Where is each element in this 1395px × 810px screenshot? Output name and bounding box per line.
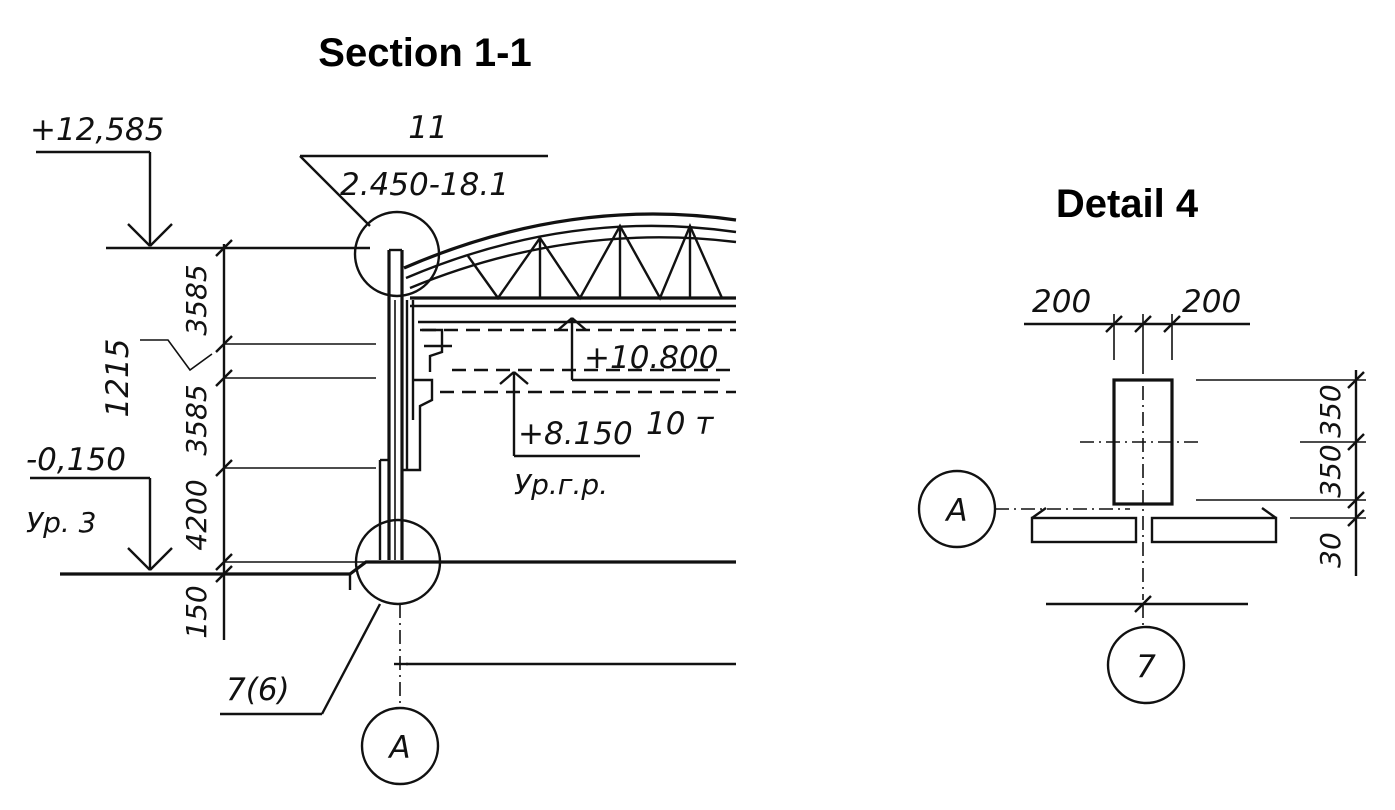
dim-350-bottom: 350 — [1314, 444, 1347, 497]
dim-30: 30 — [1314, 532, 1347, 568]
dim-200-left: 200 — [1032, 284, 1091, 320]
elevation-marker-10800: +10.800 — [557, 317, 720, 382]
detail-axis-a: А — [917, 469, 1130, 549]
elevation-8150-label: +8.150 — [518, 416, 633, 452]
detail-4: Detail 4 200 200 — [917, 182, 1366, 705]
elevation-marker-8150: +8.150 10 т Ур.г.р. — [499, 371, 714, 501]
wall-panels — [1030, 507, 1278, 544]
elevation-10800-label: +10.800 — [584, 340, 718, 376]
section-title: Section 1-1 — [318, 31, 531, 75]
wall-column — [378, 248, 444, 560]
elevation-marker-ground: -0,150 Ур. 3 — [26, 442, 173, 571]
detail-reference-7-6: 7(6) — [220, 603, 382, 716]
ground-line — [60, 518, 736, 666]
dim-4200: 4200 — [180, 479, 213, 550]
callout-reference: 2.450-18.1 — [340, 167, 509, 203]
detail-axis-7: 7 — [1046, 595, 1248, 705]
detail-title: Detail 4 — [1056, 182, 1199, 226]
callout-number: 11 — [408, 110, 447, 146]
dim-3585-mid: 3585 — [180, 384, 213, 455]
detail-reference-label: 7(6) — [226, 672, 290, 708]
crane-rail-level-label: Ур.г.р. — [514, 468, 608, 501]
dim-150: 150 — [180, 585, 213, 638]
axis-a: А — [360, 604, 440, 786]
section-1-1: Section 1-1 +12,585 11 2.450-18.1 — [26, 31, 737, 786]
elevation-ground-label: -0,150 — [26, 442, 126, 478]
roof-truss — [403, 212, 737, 308]
dim-3585-top: 3585 — [180, 264, 213, 335]
detail-horizontal-dimensions: 200 200 — [1024, 284, 1250, 360]
detail-vertical-dimensions: 350 350 30 — [1196, 370, 1366, 576]
vertical-dimension-chain: 3585 1215 3585 4200 150 — [100, 239, 376, 640]
callout-detail-11: 11 2.450-18.1 — [299, 110, 548, 298]
elevation-top-label: +12,585 — [30, 112, 164, 148]
dim-200-right: 200 — [1182, 284, 1241, 320]
axis-a-label: А — [387, 730, 410, 766]
detail-axis-a-label: А — [944, 493, 967, 529]
dim-350-top: 350 — [1314, 384, 1347, 437]
dim-1215: 1215 — [100, 339, 136, 418]
crane-capacity-label: 10 т — [646, 406, 714, 442]
elevation-marker-top: +12,585 — [30, 112, 370, 250]
level-label: Ур. 3 — [26, 506, 96, 539]
detail-axis-7-label: 7 — [1136, 649, 1156, 685]
